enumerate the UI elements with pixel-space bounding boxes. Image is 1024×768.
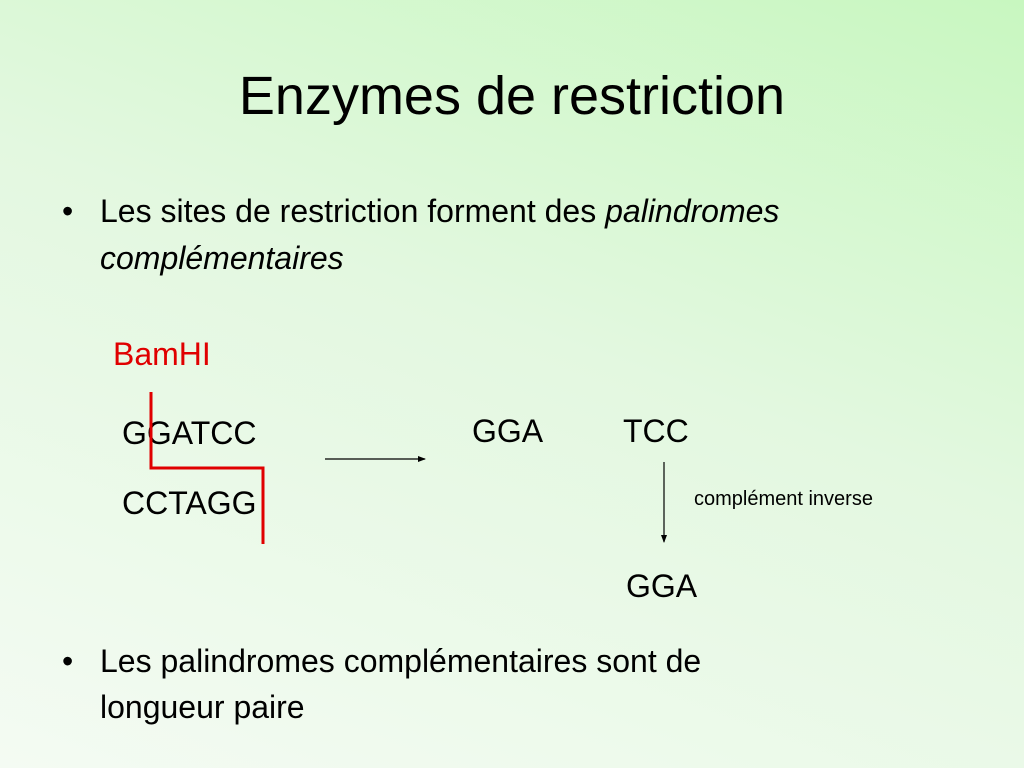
bullet-1-plain-text: Les sites de restriction forment des [100,193,606,229]
fragment-left: GGA [472,413,544,449]
bullet-2-line-2: longueur paire [100,689,305,725]
cut-site-line [149,392,265,544]
slide-title: Enzymes de restriction [238,66,786,126]
reverse-complement-result: GGA [626,568,698,604]
bullet-marker-1: • [62,193,74,229]
bullet-marker-2: • [62,643,74,679]
bullet-2-line-1: Les palindromes complémentaires sont de [100,643,702,679]
enzyme-name: BamHI [113,336,211,372]
bullet-1-italic-complementaires: complémentaires [100,240,344,276]
bottom-strand: CCTAGG [122,485,257,521]
bullet-1-line-1: Les sites de restriction forment des pal… [100,188,779,234]
reverse-complement-label: complément inverse [694,488,873,510]
top-strand: GGATCC [122,415,257,451]
bullet-1-line-2: complémentaires [100,235,344,281]
bullet-1-italic-palindromes: palindromes [605,193,780,229]
fragment-right: TCC [623,413,689,449]
